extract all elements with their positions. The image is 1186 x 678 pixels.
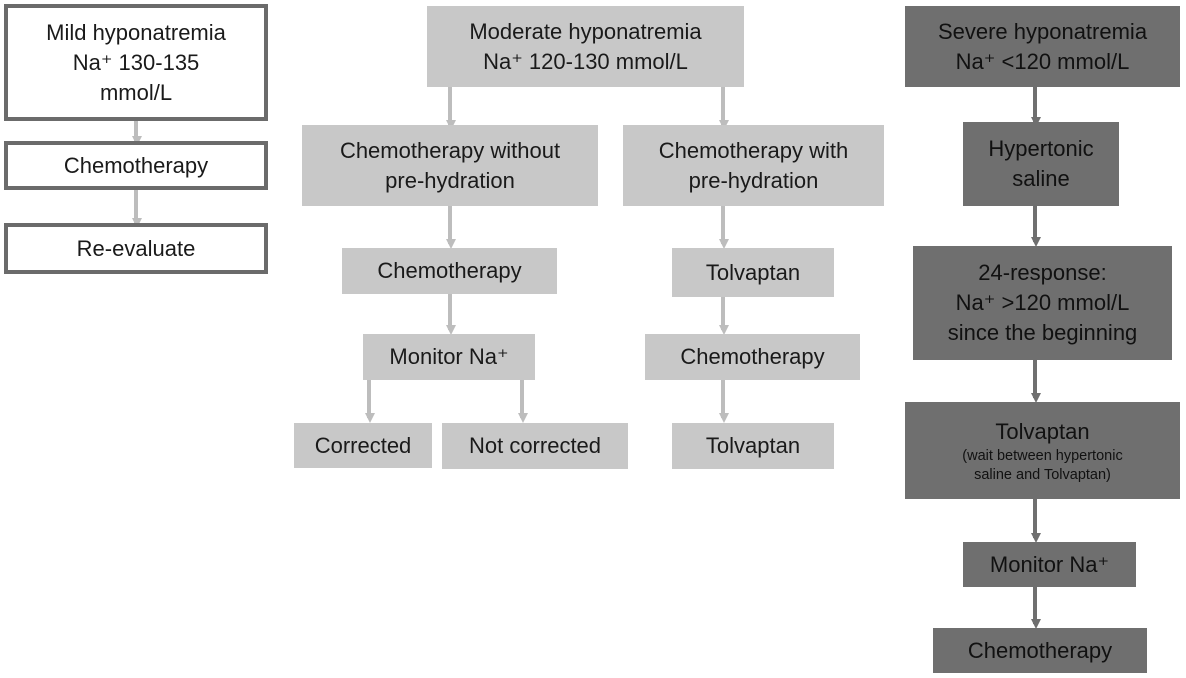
tolvaptan-1-label: Tolvaptan — [705, 259, 801, 285]
severe-tolvaptan-label: Tolvaptan — [995, 418, 1090, 444]
mild-header-line-1: Mild hyponatremia — [46, 19, 226, 45]
moderate-chemotherapy-box: Chemotherapy — [342, 248, 557, 294]
mild-chemotherapy-box: Chemotherapy — [4, 141, 268, 190]
response-24h-box: 24-response: Na⁺ >120 mmol/L since the b… — [913, 246, 1172, 360]
response-line-1: 24-response: — [978, 260, 1107, 285]
chemo-without-prehydration-box: Chemotherapy without pre-hydration — [302, 125, 598, 206]
mild-chemotherapy-label: Chemotherapy — [63, 152, 209, 178]
mild-header-line-2: Na⁺ 130-135 — [72, 49, 200, 75]
hypertonic-line-1: Hypertonic — [988, 136, 1094, 161]
mild-hyponatremia-box: Mild hyponatremia Na⁺ 130-135 mmol/L — [4, 4, 268, 121]
tolvaptan-2-label: Tolvaptan — [705, 433, 801, 458]
severe-header-line-1: Severe hyponatremia — [937, 18, 1148, 44]
severe-hyponatremia-box: Severe hyponatremia Na⁺ <120 mmol/L — [905, 6, 1180, 87]
severe-header-line-2: Na⁺ <120 mmol/L — [955, 48, 1130, 74]
not-corrected-box: Not corrected — [442, 423, 628, 469]
severe-chemotherapy-label: Chemotherapy — [967, 637, 1113, 663]
with-line-2: pre-hydration — [688, 167, 819, 193]
moderate-right-chemotherapy-box: Chemotherapy — [645, 334, 860, 380]
moderate-header-line-1: Moderate hyponatremia — [469, 18, 702, 44]
severe-monitor-na-box: Monitor Na⁺ — [963, 542, 1136, 587]
severe-monitor-label: Monitor Na⁺ — [989, 551, 1110, 577]
without-line-2: pre-hydration — [385, 167, 515, 193]
moderate-chemotherapy-label: Chemotherapy — [377, 258, 522, 283]
moderate-monitor-na-box: Monitor Na⁺ — [363, 334, 535, 380]
mild-header-line-3: mmol/L — [99, 79, 173, 105]
hypertonic-saline-box: Hypertonic saline — [963, 122, 1119, 206]
moderate-tolvaptan-box-1: Tolvaptan — [672, 248, 834, 297]
moderate-hyponatremia-box: Moderate hyponatremia Na⁺ 120-130 mmol/L — [427, 6, 744, 87]
chemo-with-prehydration-box: Chemotherapy with pre-hydration — [623, 125, 884, 206]
mild-reevaluate-label: Re-evaluate — [76, 235, 196, 261]
without-line-1: Chemotherapy without — [339, 137, 561, 163]
mild-reevaluate-box: Re-evaluate — [4, 223, 268, 274]
tolvaptan-note-line-1: (wait between hypertonic — [962, 447, 1123, 464]
hypertonic-line-2: saline — [1012, 166, 1070, 191]
response-line-3: since the beginning — [947, 320, 1138, 345]
with-line-1: Chemotherapy with — [658, 137, 849, 163]
response-line-2: Na⁺ >120 mmol/L — [955, 290, 1130, 315]
moderate-tolvaptan-box-2: Tolvaptan — [672, 423, 834, 469]
moderate-monitor-label: Monitor Na⁺ — [389, 344, 509, 369]
corrected-box: Corrected — [294, 423, 432, 468]
not-corrected-label: Not corrected — [468, 433, 602, 458]
moderate-header-line-2: Na⁺ 120-130 mmol/L — [483, 48, 688, 74]
severe-chemotherapy-box: Chemotherapy — [933, 628, 1147, 673]
severe-tolvaptan-box: Tolvaptan (wait between hypertonic salin… — [905, 402, 1180, 499]
right-chemotherapy-label: Chemotherapy — [680, 344, 825, 369]
tolvaptan-note-line-2: saline and Tolvaptan) — [974, 466, 1111, 483]
corrected-label: Corrected — [314, 432, 412, 458]
